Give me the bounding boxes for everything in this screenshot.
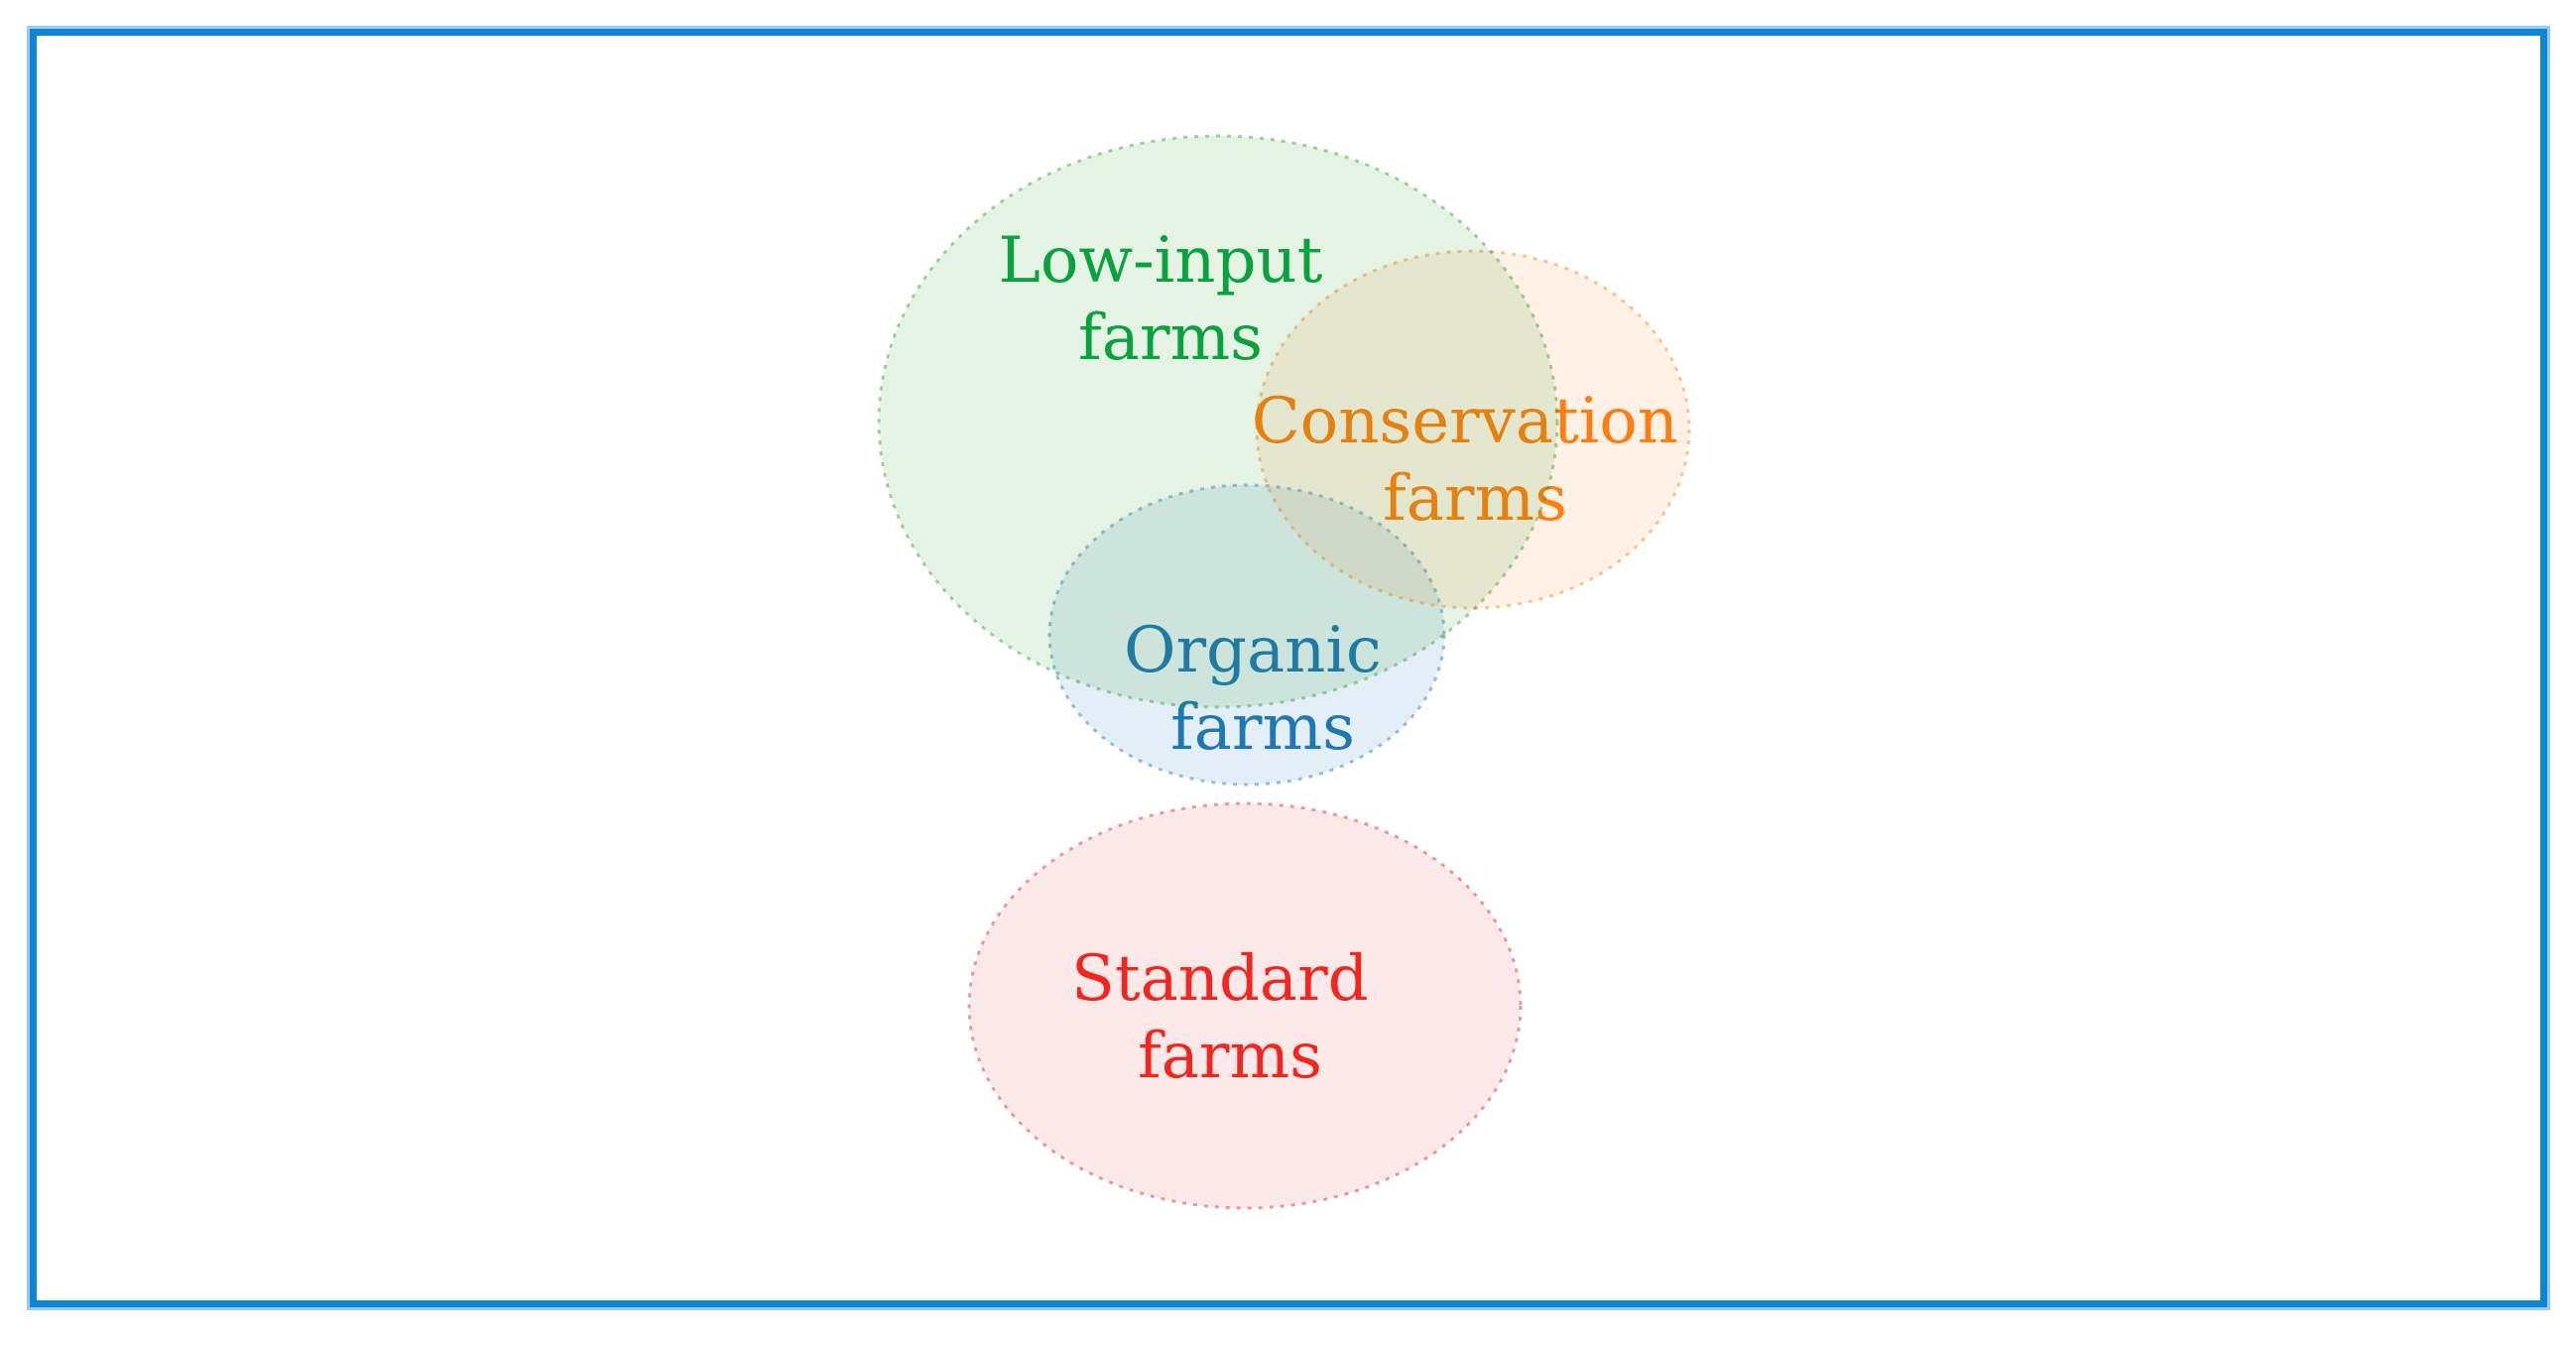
standard-farms-label-line2: farms (1138, 1020, 1322, 1093)
organic-farms-label: Organic farms (1124, 614, 1402, 765)
low-input-farms-label: Low-input farms (998, 224, 1342, 375)
conservation-farms-set: Conservation farms (1252, 249, 1699, 610)
low-input-farms-label-line1: Low-input (998, 224, 1322, 298)
conservation-farms-ellipse (1255, 249, 1691, 610)
organic-farms-ellipse (1047, 483, 1446, 787)
low-input-farms-ellipse (877, 134, 1559, 709)
standard-farms-set: Standard farms (967, 801, 1523, 1210)
standard-farms-ellipse (967, 801, 1523, 1210)
low-input-farms-label-line2: farms (1078, 302, 1263, 375)
standard-farms-label: Standard farms (1071, 942, 1389, 1093)
organic-farms-label-line2: farms (1170, 691, 1355, 765)
standard-farms-label-line1: Standard (1071, 942, 1369, 1016)
low-input-farms-set: Low-input farms (877, 134, 1559, 709)
conservation-farms-label-line2: farms (1383, 462, 1567, 536)
organic-farms-set: Organic farms (1047, 483, 1446, 787)
conservation-farms-label: Conservation farms (1252, 385, 1699, 536)
organic-farms-label-line1: Organic (1124, 614, 1382, 687)
conservation-farms-label-line1: Conservation (1252, 385, 1678, 458)
